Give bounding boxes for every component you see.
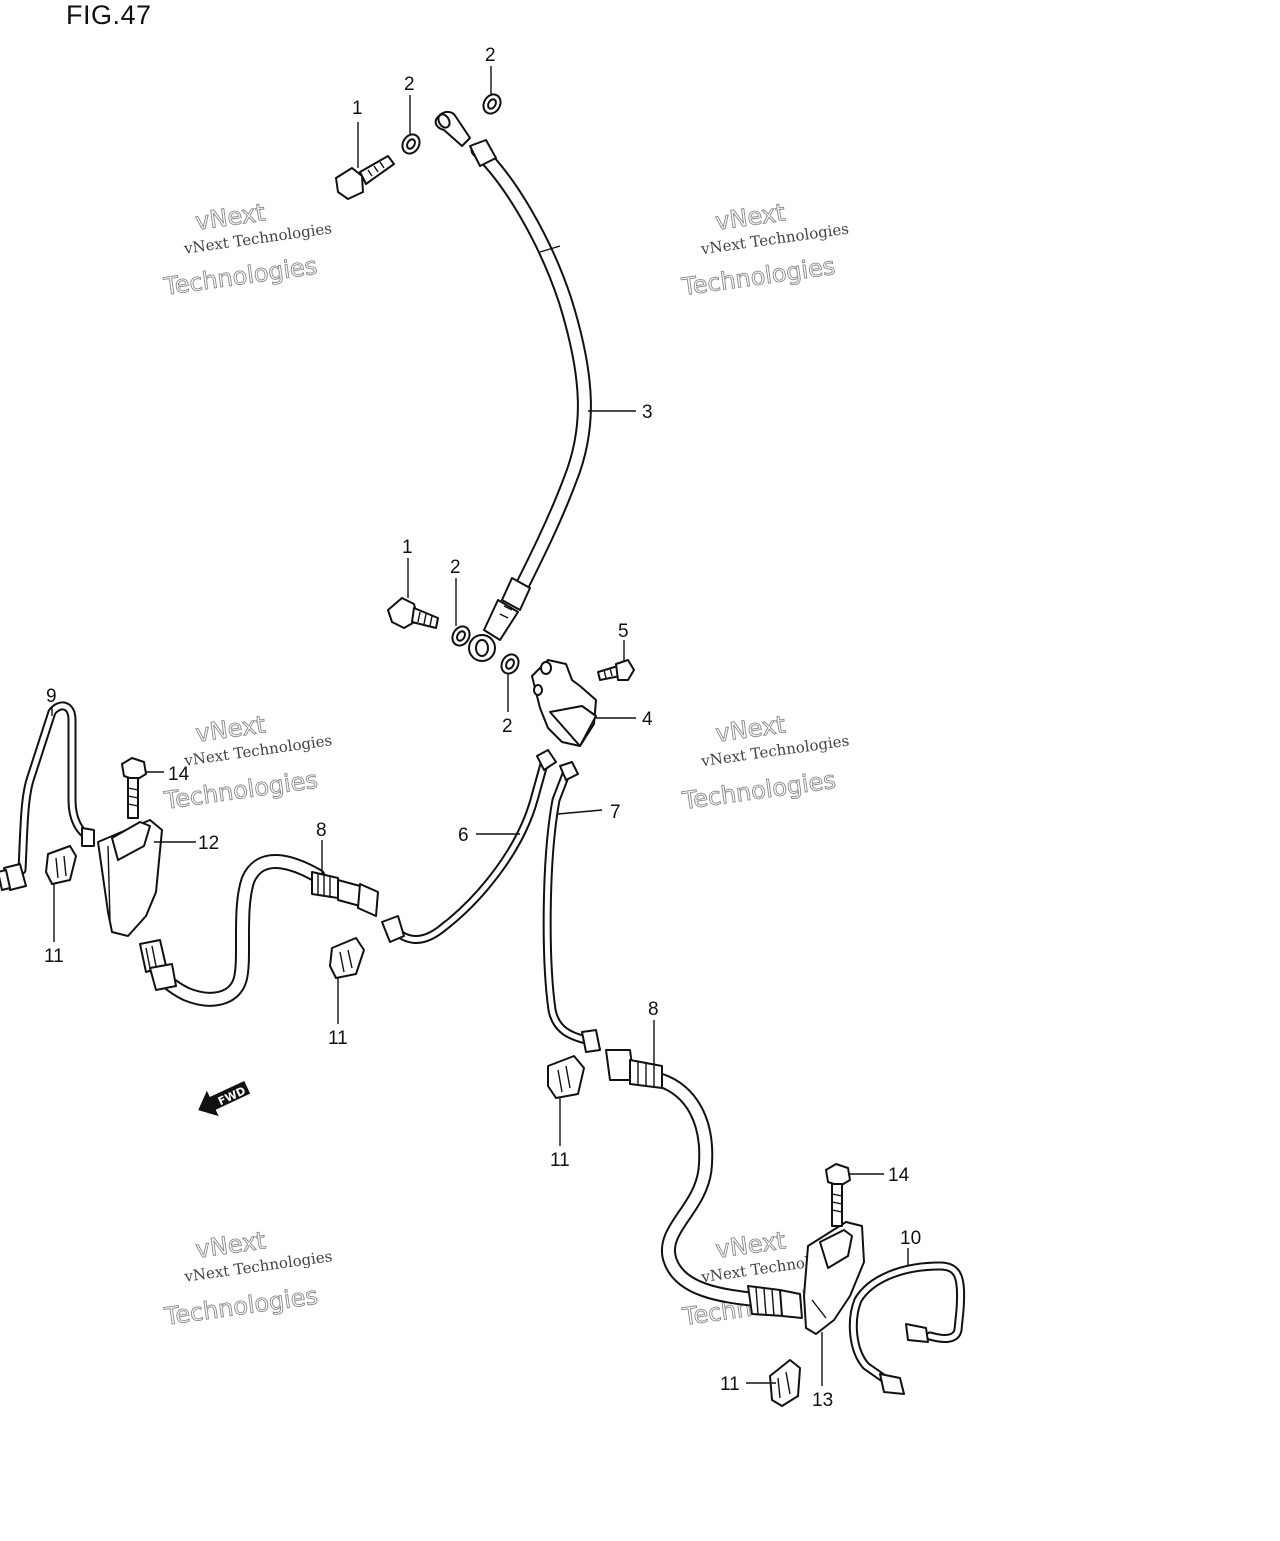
watermark-line3: Technologies — [161, 252, 319, 301]
bolt-14-left — [121, 757, 147, 819]
figure-title: FIG.47 — [66, 0, 152, 30]
clip-11-left — [45, 845, 77, 885]
washer-top-a — [401, 133, 421, 155]
clip-11-bottom — [769, 1359, 801, 1407]
brake-pipe-7 — [542, 761, 601, 1053]
callout-3: 3 — [642, 402, 653, 423]
washer-lower-a — [451, 625, 471, 647]
clip-11-mid — [329, 937, 365, 979]
clip-11-lower — [547, 1055, 585, 1099]
brake-hose-3 — [434, 110, 592, 662]
watermark-line3: Technologies — [679, 252, 837, 301]
callout-11: 11 — [44, 946, 64, 967]
brake-hose-8-right — [605, 1049, 803, 1319]
watermark-line3: Technologies — [680, 766, 838, 815]
washer-lower-b — [500, 653, 520, 675]
callout-11: 11 — [328, 1028, 348, 1049]
watermark-mid-right: vNext vNext Technologies Technologies — [679, 710, 850, 816]
bolt-14-right — [825, 1163, 851, 1227]
watermark-top-left: vNext vNext Technologies Technologies — [161, 198, 333, 302]
callout-7: 7 — [610, 802, 621, 823]
callout-11: 11 — [720, 1374, 740, 1395]
callout-2: 2 — [502, 716, 513, 737]
brake-pipe-10 — [848, 1261, 966, 1395]
bolt-5 — [597, 659, 635, 681]
callout-13: 13 — [812, 1390, 833, 1411]
callout-4: 4 — [642, 709, 653, 730]
callout-2: 2 — [450, 557, 461, 578]
callout-5: 5 — [618, 621, 629, 642]
callout-6: 6 — [458, 825, 469, 846]
bracket-13 — [803, 1221, 865, 1335]
callout-8: 8 — [316, 820, 327, 841]
brake-hose-8-left — [139, 854, 379, 1007]
brake-pipe-9 — [0, 701, 95, 891]
callout-9: 9 — [46, 686, 57, 707]
callout-8: 8 — [648, 999, 659, 1020]
brake-pipe-6 — [381, 749, 557, 944]
union-bolt-top — [335, 155, 395, 200]
bracket-12 — [97, 819, 163, 937]
watermark-mid-left: vNext vNext Technologies Technologies — [161, 710, 333, 815]
callout-12: 12 — [198, 833, 219, 854]
forward-arrow-icon: FWD — [198, 1080, 251, 1117]
callout-14: 14 — [168, 764, 190, 785]
callouts: 1 2 2 3 1 2 5 2 4 9 14 12 8 6 7 11 11 8 … — [44, 45, 921, 1411]
leader-lines — [51, 66, 909, 1386]
callout-2: 2 — [485, 45, 496, 66]
union-bolt-lower — [387, 597, 439, 629]
three-way-joint-4 — [531, 659, 597, 747]
watermark-top-right: vNext vNext Technologies Technologies — [679, 198, 850, 302]
callout-11: 11 — [550, 1150, 570, 1171]
watermark-bottom-left: vNext vNext Technologies Technologies — [162, 1226, 334, 1331]
callout-2: 2 — [404, 74, 415, 95]
callout-1: 1 — [352, 98, 363, 119]
callout-14: 14 — [888, 1165, 910, 1186]
callout-10: 10 — [900, 1228, 921, 1249]
watermark-line3: Technologies — [162, 1282, 320, 1331]
callout-1: 1 — [402, 537, 413, 558]
washer-top-b — [482, 93, 502, 115]
